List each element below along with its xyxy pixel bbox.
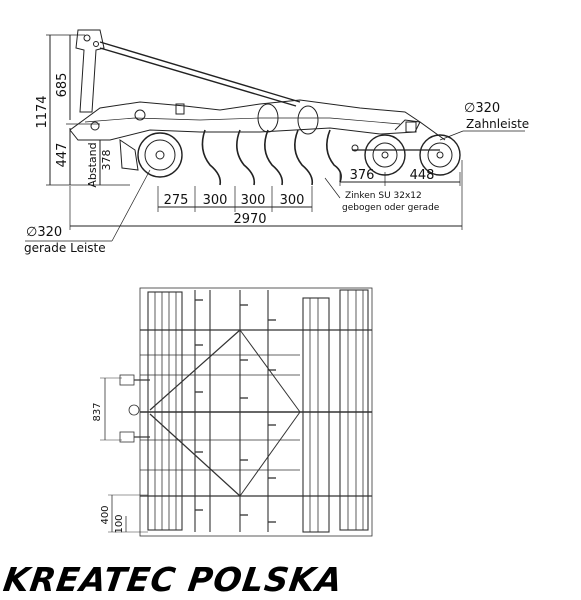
dim-roller-gap-1: 376 (350, 168, 375, 183)
dim-hitch-width: 837 (92, 402, 103, 421)
dim-spacing-4: 300 (280, 193, 305, 208)
front-roller (137, 132, 183, 178)
dim-upper-height: 685 (55, 73, 70, 98)
side-view (25, 29, 525, 242)
tine-5 (326, 129, 342, 183)
rear-roller-1-top (302, 297, 330, 533)
tine-2 (236, 129, 256, 186)
front-roller-diameter: ∅320 (26, 225, 62, 240)
hitch-pin-lower (119, 431, 135, 443)
brand-logo: KREATEC POLSKA (1, 560, 346, 599)
dim-total-length: 2970 (233, 212, 266, 227)
main-frame (69, 99, 421, 141)
top-link (99, 41, 301, 103)
top-view (100, 287, 373, 537)
dim-lower-height: 447 (55, 143, 70, 168)
dim-roller-gap-2: 448 (410, 168, 435, 183)
rear-roller-2 (419, 134, 461, 176)
dim-row-a: 400 (100, 505, 111, 524)
tine-3 (264, 129, 284, 186)
rear-roller-2-top (339, 289, 369, 531)
dim-spacing-3: 300 (241, 193, 266, 208)
tine-4 (294, 129, 314, 186)
dim-spacing-1: 275 (164, 193, 189, 208)
abstand-label: Abstand (86, 142, 99, 187)
dim-spacing-2: 300 (203, 193, 228, 208)
abstand-value: 378 (100, 150, 113, 171)
dim-total-height: 1174 (35, 95, 50, 128)
rear-roller-label: Zahnleiste (466, 117, 529, 131)
leader-front-roller (111, 169, 151, 242)
front-roller-label: gerade Leiste (24, 241, 106, 255)
tine-note-line2: gebogen oder gerade (342, 203, 440, 213)
hitch-pin-upper (119, 374, 135, 386)
support-disc-2 (297, 105, 319, 135)
tine-1 (201, 129, 222, 186)
hitch-tower (75, 29, 105, 113)
tine-note-line1: Zinken SU 32x12 (345, 191, 422, 201)
rear-roller-diameter: ∅320 (464, 101, 500, 116)
front-roller-top (147, 291, 183, 531)
dim-row-b: 100 (114, 514, 125, 533)
